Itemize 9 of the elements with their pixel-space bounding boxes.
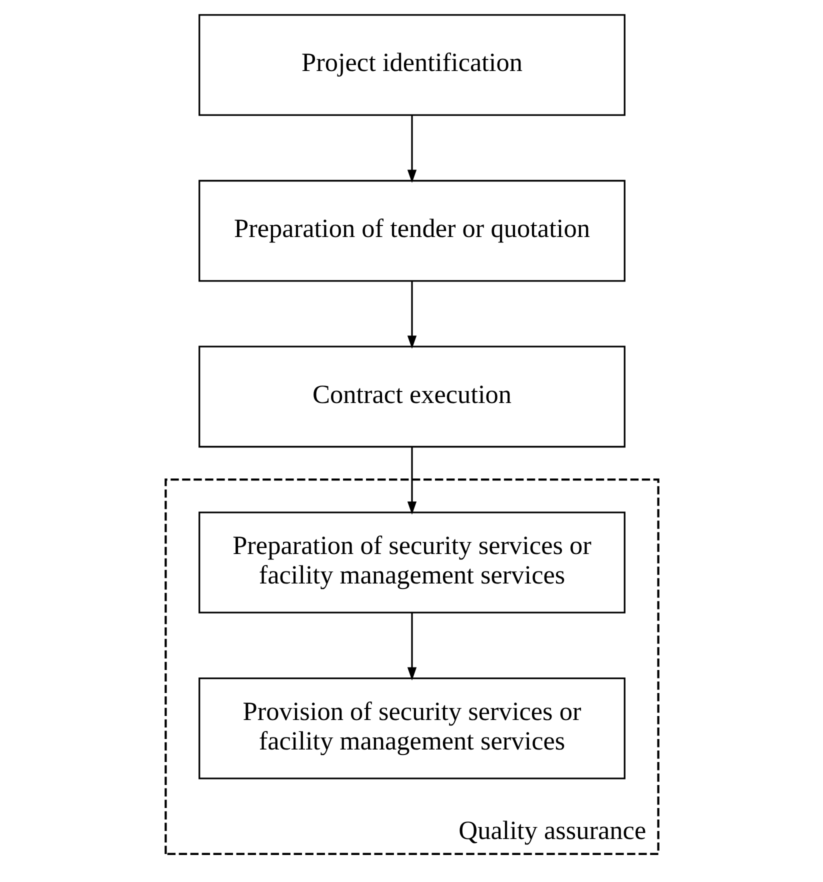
arrow: [406, 281, 416, 349]
arrow: [406, 115, 416, 183]
arrow: [406, 447, 416, 515]
node-box: Provision of security services or facility management services: [198, 677, 625, 780]
node-box: Preparation of security services or facility management services: [198, 512, 625, 614]
node-box: Preparation of tender or quotation: [198, 180, 625, 282]
node-box: Contract execution: [198, 346, 625, 448]
arrow: [406, 612, 416, 680]
node-box: Project identification: [198, 14, 625, 116]
